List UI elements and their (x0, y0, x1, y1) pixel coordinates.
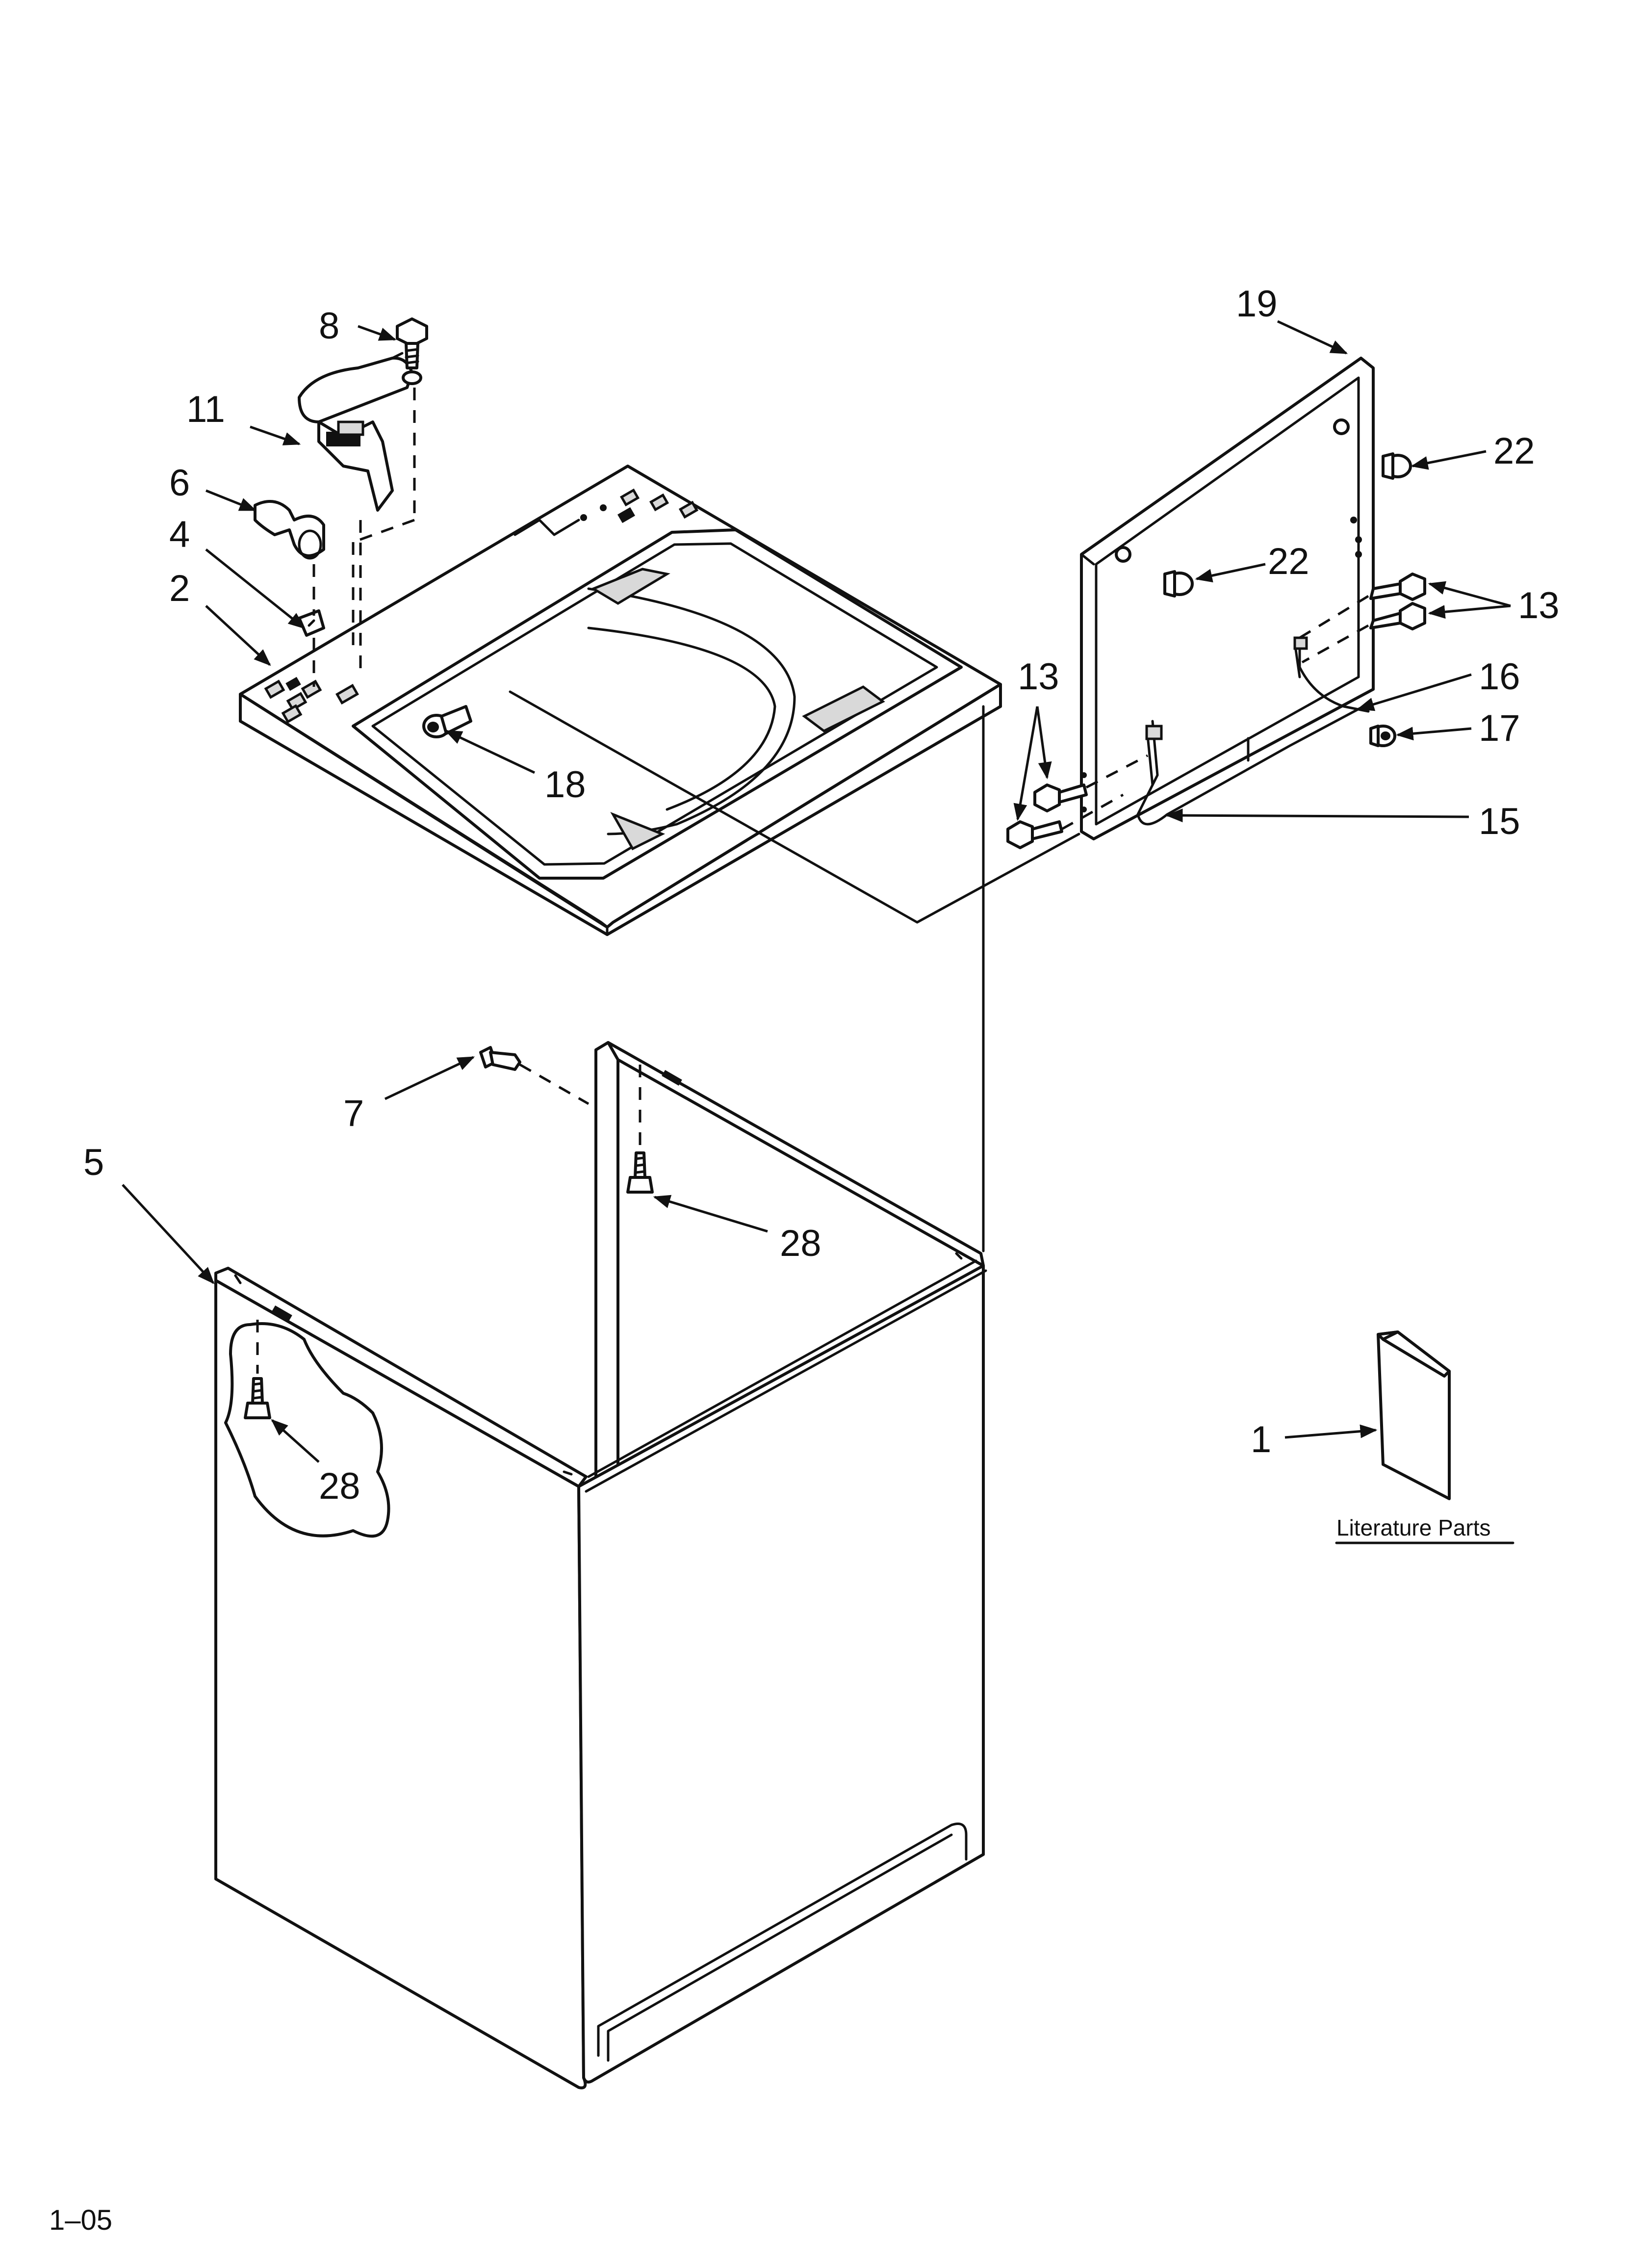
screw-13-right-part (1299, 573, 1426, 664)
callout-6: 6 (169, 462, 190, 504)
callout-2: 2 (169, 568, 190, 609)
callout-11: 11 (186, 389, 225, 430)
clip-6-part (254, 500, 325, 560)
top-panel (239, 465, 1002, 936)
callout-5: 5 (83, 1142, 104, 1183)
callout-19: 19 (1236, 283, 1278, 325)
callout-13-right: 13 (1518, 585, 1560, 626)
assembly-line (353, 519, 415, 544)
rear-panel (1080, 357, 1375, 840)
callout-28-lower: 28 (319, 1465, 360, 1507)
leader-lines (122, 320, 1514, 1544)
assembly-line (509, 690, 1080, 924)
plug-22-upper-part (1382, 452, 1412, 480)
cap-17-part (1369, 725, 1396, 747)
callout-4: 4 (169, 514, 190, 555)
cabinet (214, 1041, 987, 2089)
callout-13-left: 13 (1018, 656, 1059, 698)
callout-8: 8 (319, 305, 339, 347)
callout-22-lower: 22 (1268, 541, 1309, 582)
literature-parts-label: Literature Parts (1336, 1515, 1490, 1540)
clip-4-part (298, 609, 325, 637)
hose-15-part (1136, 705, 1365, 826)
callout-28-upper: 28 (780, 1223, 821, 1264)
callout-labels: 8 11 6 4 2 18 19 22 22 13 16 17 13 15 7 … (49, 283, 1560, 2236)
literature-parts-box (1377, 1330, 1451, 1500)
screw-13-left-part (1006, 754, 1149, 849)
plug-22-lower-part (1163, 570, 1194, 598)
callout-7: 7 (343, 1093, 364, 1134)
callout-1: 1 (1251, 1419, 1271, 1460)
page-code: 1–05 (49, 2204, 112, 2236)
callout-15: 15 (1479, 801, 1520, 842)
screw-28-lower-part (244, 1320, 271, 1419)
callout-22-upper: 22 (1493, 430, 1535, 472)
knob-part (422, 705, 472, 738)
callout-17: 17 (1479, 707, 1520, 749)
screw-7-part (479, 1046, 590, 1105)
screw-28-upper-part (626, 1065, 654, 1194)
screw-8-part (396, 317, 428, 385)
callout-18: 18 (544, 764, 586, 806)
callout-16: 16 (1479, 656, 1520, 698)
lid-switch-part (298, 352, 413, 512)
hose-16-part (1293, 636, 1370, 713)
